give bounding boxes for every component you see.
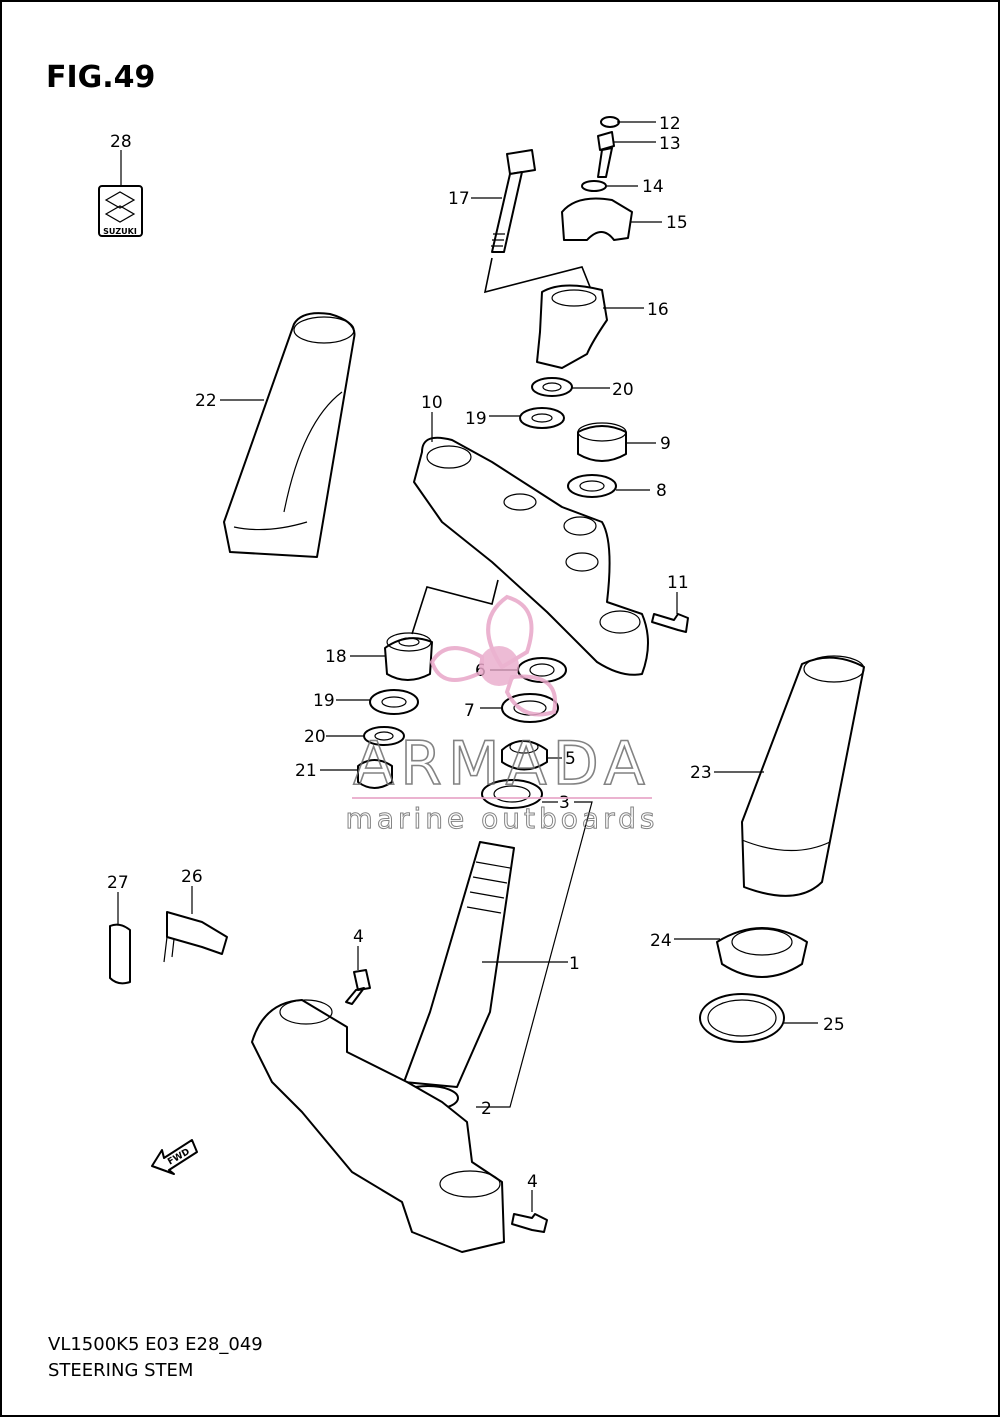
label-part-20-upper: 20: [612, 380, 634, 400]
label-part-23: 23: [690, 763, 712, 783]
part-25-washer: [699, 993, 785, 1043]
label-part-8: 8: [656, 481, 667, 501]
label-part-26: 26: [181, 867, 203, 887]
part-26-switch: [163, 911, 228, 963]
part-22-upper-cover: [223, 312, 356, 558]
fwd-arrow-icon: FWD: [151, 1139, 198, 1175]
part-4-bolt-upper: [345, 969, 371, 1005]
label-part-9: 9: [660, 434, 671, 454]
part-16-handlebar-holder: [536, 284, 608, 369]
figure-title: FIG.49: [46, 60, 156, 95]
label-part-17: 17: [448, 189, 470, 209]
label-part-11: 11: [667, 573, 689, 593]
part-27-cover: [109, 923, 131, 985]
part-8-washer: [567, 474, 617, 498]
emblem-text: SUZUKI: [103, 227, 137, 236]
part-18-spacer: [384, 632, 433, 681]
part-1-steering-stem: [397, 841, 515, 1111]
label-part-20-lower: 20: [304, 727, 326, 747]
label-part-3: 3: [559, 793, 570, 813]
label-part-22: 22: [195, 391, 217, 411]
label-part-24: 24: [650, 931, 672, 951]
part-13-screw: [597, 131, 615, 178]
label-part-19-lower: 19: [313, 691, 335, 711]
label-part-4-lower: 4: [527, 1172, 538, 1192]
label-part-18: 18: [325, 647, 347, 667]
part-24-lock-nut: [716, 927, 808, 978]
label-part-7: 7: [464, 701, 475, 721]
part-1-lower-bracket: [251, 999, 505, 1253]
label-part-14: 14: [642, 177, 664, 197]
part-21-nut: [357, 759, 393, 789]
watermark-tagline: marine outboards: [346, 802, 659, 835]
label-part-2: 2: [481, 1099, 492, 1119]
label-part-4-upper: 4: [353, 927, 364, 947]
label-part-13: 13: [659, 134, 681, 154]
part-20-washer-upper: [531, 377, 573, 397]
label-part-5: 5: [565, 749, 576, 769]
label-part-12: 12: [659, 114, 681, 134]
label-part-21: 21: [295, 761, 317, 781]
label-part-25: 25: [823, 1015, 845, 1035]
label-part-19-upper: 19: [465, 409, 487, 429]
section-name: STEERING STEM: [48, 1360, 194, 1381]
label-part-15: 15: [666, 213, 688, 233]
part-17-bolt: [491, 149, 536, 253]
label-part-28: 28: [110, 132, 132, 152]
part-11-bolt: [651, 613, 689, 633]
part-4-bolt-lower: [511, 1213, 548, 1233]
part-10-upper-bracket: [413, 436, 649, 676]
label-part-16: 16: [647, 300, 669, 320]
part-labels: 1 2 3 4 4 5 6 7 8 9 10 11 12 13 14 15 16…: [107, 114, 845, 1192]
model-code: VL1500K5 E03 E28_049: [48, 1334, 263, 1355]
part-19-washer-upper: [519, 407, 565, 429]
emblem-icon: SUZUKI: [98, 185, 143, 237]
label-part-1: 1: [569, 954, 580, 974]
watermark-brand: ARMADA: [353, 729, 651, 799]
part-12-cap: [600, 116, 620, 128]
watermark: ARMADA marine outboards: [345, 594, 659, 836]
label-part-27: 27: [107, 873, 129, 893]
propeller-logo-icon: [429, 594, 558, 717]
part-9-stem-nut: [577, 425, 627, 462]
part-14-washer: [581, 180, 607, 192]
leader-lines: [117, 121, 818, 1212]
part-15-holder-cap: [561, 197, 633, 241]
part-3-bearing-race: [481, 779, 543, 809]
label-part-10: 10: [421, 393, 443, 413]
part-23-lower-cover: [741, 655, 865, 897]
part-19-washer-lower: [369, 689, 419, 715]
